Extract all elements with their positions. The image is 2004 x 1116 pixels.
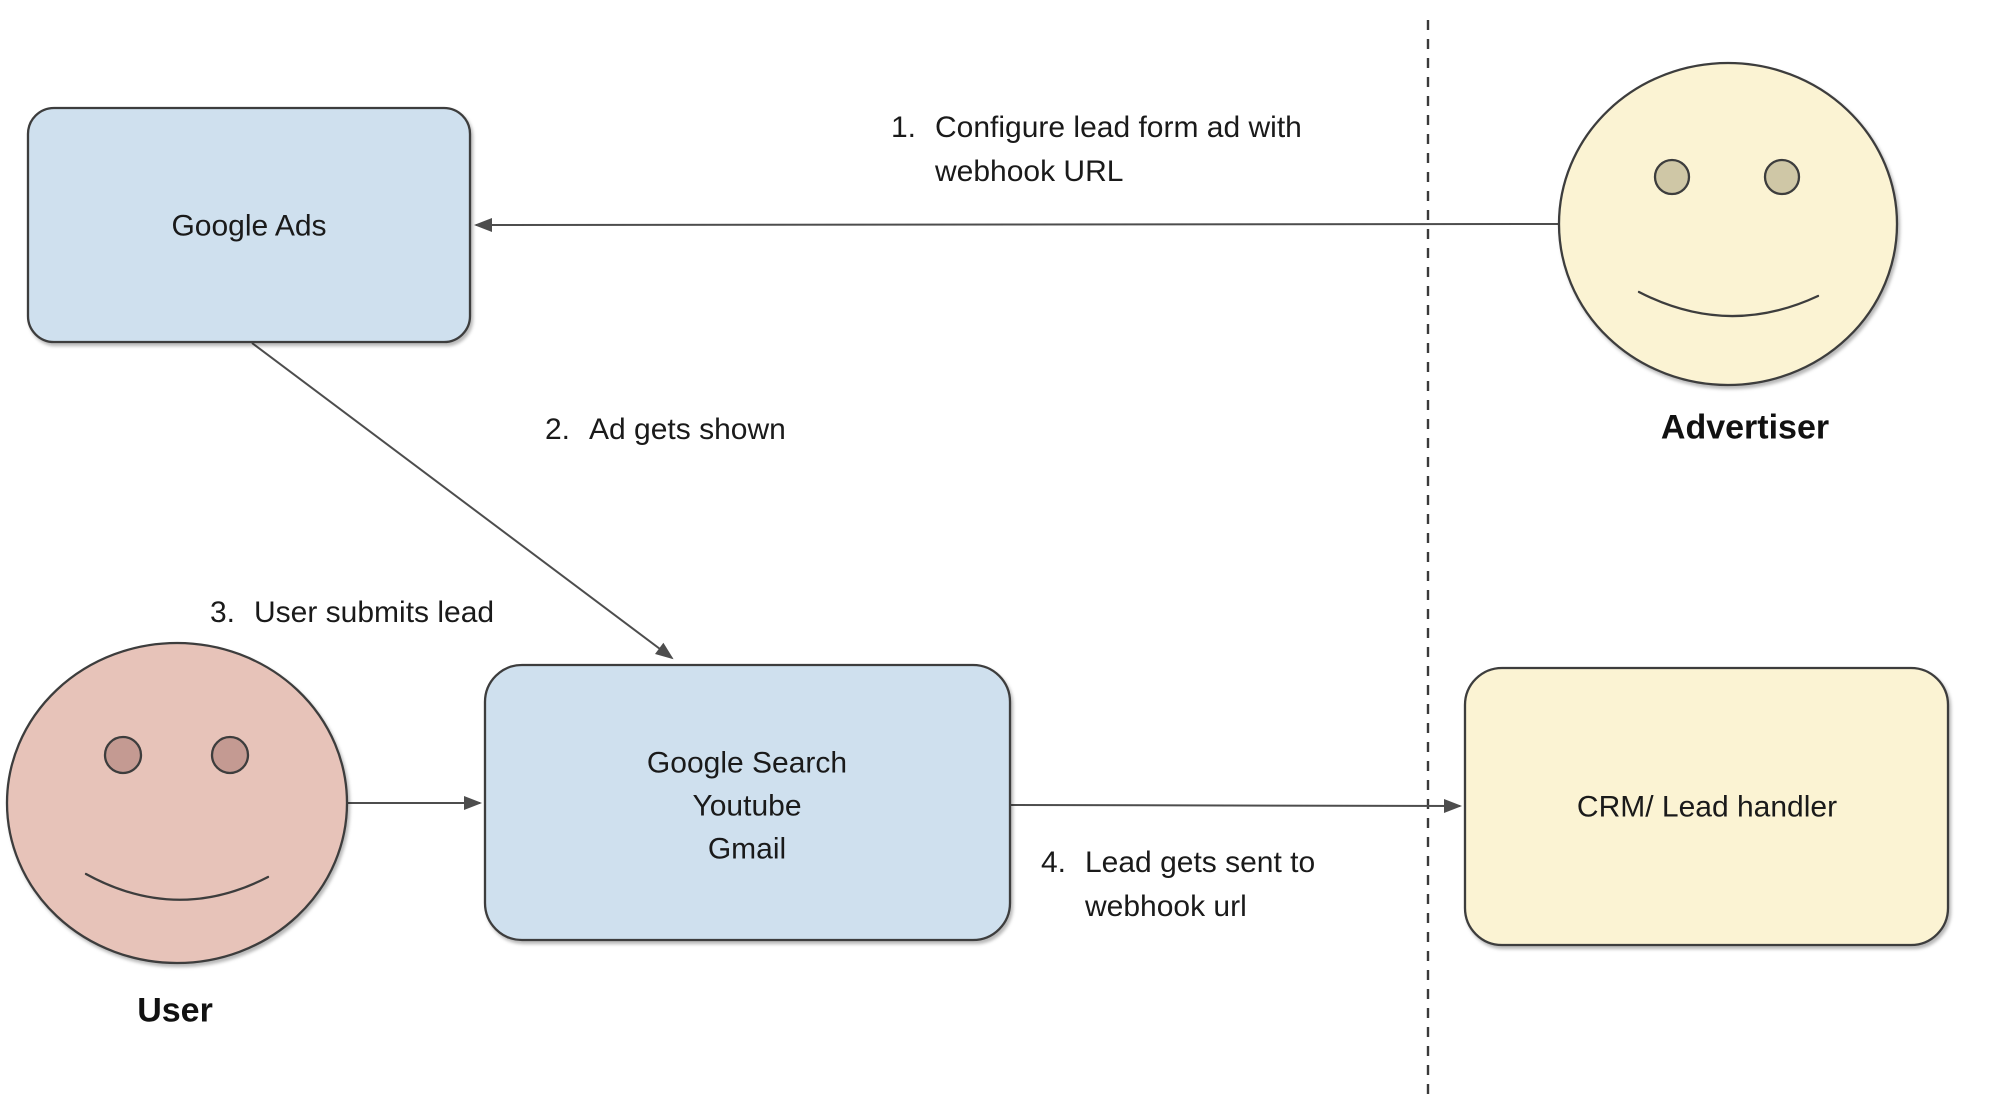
user-left-eye-icon [103,735,143,775]
step-2-text: Ad gets shown [589,413,786,446]
step-4-number: 4. [1041,846,1067,879]
user-face-icon [5,641,349,965]
advertiser-face-icon [1557,61,1899,387]
advertiser-right-eye-icon [1763,158,1801,196]
step-1-configure-lead-form: 1. Configure lead form ad with webhook U… [891,106,1302,194]
step-1-number: 1. [891,111,917,144]
step-3-number: 3. [210,596,236,629]
arrow-configure-lead-form [474,217,1561,232]
crm-lead-handler-label: CRM/ Lead handler [1576,790,1838,824]
advertiser-left-eye-icon [1653,158,1691,196]
arrow-lead-to-webhook [1009,798,1462,813]
advertiser-label: Advertiser [1660,408,1830,447]
step-4-lead-sent-to-webhook: 4. Lead gets sent to webhook url [1041,841,1315,929]
step-4-text: Lead gets sent to webhook url [1085,846,1316,923]
crm-lead-handler-node [1463,666,1950,947]
user-smile-icon [84,872,270,901]
step-3-user-submits-lead: 3. User submits lead [210,591,494,635]
arrow-ad-gets-shown [251,342,674,660]
google-ads-label: Google Ads [171,209,327,243]
google-surfaces-node [483,663,1012,942]
step-2-ad-gets-shown: 2. Ad gets shown [545,408,786,452]
user-label: User [137,991,213,1030]
step-1-text: Configure lead form ad with webhook URL [935,111,1302,188]
google-surfaces-label: Google Search Youtube Gmail [646,746,848,866]
google-ads-node [26,106,472,344]
step-3-text: User submits lead [254,596,495,629]
step-2-number: 2. [545,413,571,446]
advertiser-smile-icon [1637,290,1820,318]
user-right-eye-icon [210,735,250,775]
